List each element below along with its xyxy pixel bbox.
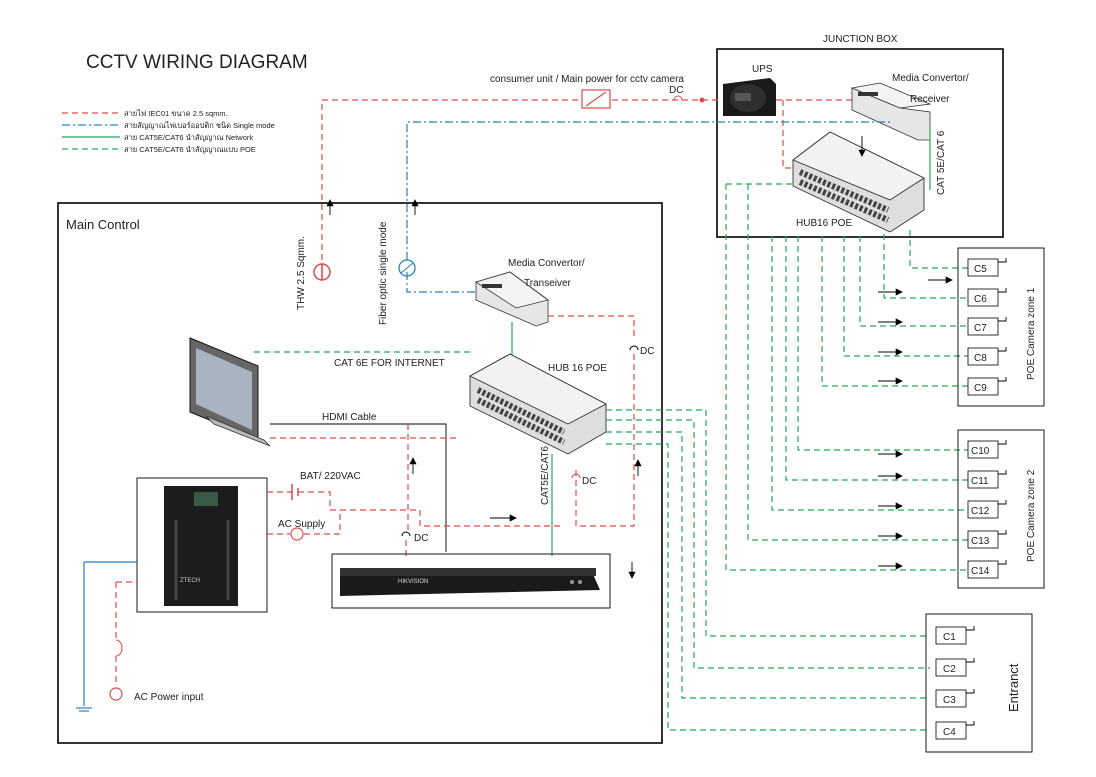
camera-c12: C12 — [967, 500, 1007, 519]
ac-supply-icon — [290, 527, 304, 541]
hub16-main-label: HUB 16 POE — [548, 363, 607, 374]
thw-label: THW 2.5 Sqmm. — [296, 236, 307, 310]
camera-label: C6 — [974, 294, 987, 305]
camera-c6: C6 — [967, 288, 1007, 307]
zone1-box — [957, 247, 1045, 407]
media-transeiver-label-1: Media Convertor/ — [508, 258, 585, 269]
cat5e-junction-label: CAT 5E/CAT 6 — [936, 130, 947, 195]
dc-label-hub: DC — [640, 346, 654, 357]
legend-power: สายไฟ IEC01 ขนาด 2.5 sqmm. — [124, 109, 228, 118]
dc-label-top: DC — [669, 85, 683, 96]
ups-main-icon — [164, 486, 238, 606]
camera-label: C7 — [974, 323, 987, 334]
dc-label-nvr: DC — [414, 533, 428, 544]
power-line-top — [321, 99, 582, 280]
camera-c11: C11 — [967, 470, 1007, 489]
fiber-line — [406, 121, 890, 260]
direction-arrows — [878, 276, 953, 570]
camera-c9: C9 — [967, 377, 1007, 396]
camera-label: C14 — [971, 566, 990, 577]
legend-poe: สาย CAT5E/CAT6 นำสัญญาณแบบ POE — [124, 145, 256, 154]
camera-label: C1 — [943, 632, 956, 643]
dc-label-hub2: DC — [582, 476, 596, 487]
camera-c14: C14 — [967, 560, 1007, 579]
fiber-optic-label: Fiber optic single mode — [378, 221, 389, 325]
camera-c8: C8 — [967, 347, 1007, 366]
fiber-connector-icon — [398, 259, 416, 277]
ups-main-frame — [136, 477, 268, 613]
poe-lines-zones — [725, 183, 968, 571]
nvr-frame — [331, 553, 611, 609]
media-receiver-label-2: Receiver — [910, 94, 950, 105]
main-control-label: Main Control — [66, 217, 140, 232]
monitor-icon — [189, 337, 271, 447]
hub16-junction-label: HUB16 POE — [796, 218, 852, 229]
camera-label: C4 — [943, 727, 956, 738]
camera-c3: C3 — [935, 689, 975, 708]
zone2-label: POE Camera zone 2 — [1026, 469, 1037, 562]
media-convertor-transeiver-icon — [475, 271, 549, 327]
camera-label: C13 — [971, 536, 990, 547]
legend-fiber: สายสัญญาณไฟเบอร์ออปติก ชนิด Single mode — [124, 121, 275, 130]
legend-network: สาย CAT5E/CAT6 นำสัญญาณ Network — [124, 133, 253, 142]
legend: สายไฟ IEC01 ขนาด 2.5 sqmm. สายสัญญาณไฟเบ… — [62, 109, 275, 154]
camera-c2: C2 — [935, 658, 975, 677]
ups-junction-icon — [723, 78, 776, 116]
hub16-poe-junction-icon — [792, 131, 925, 233]
ac-supply-label: AC Supply — [278, 519, 325, 530]
ups-label: UPS — [752, 64, 773, 75]
hdmi-label: HDMI Cable — [322, 412, 377, 423]
camera-c10: C10 — [967, 440, 1007, 459]
bat-label: BAT/ 220VAC — [300, 471, 361, 482]
camera-c4: C4 — [935, 721, 975, 740]
camera-label: C11 — [971, 476, 989, 487]
camera-label: C9 — [974, 383, 987, 394]
junction-box-label: JUNCTION BOX — [823, 34, 898, 45]
ups-brand: ZTECH — [180, 578, 200, 584]
zone1-label: POE Camera zone 1 — [1026, 287, 1037, 380]
main-control-box — [57, 202, 663, 744]
camera-label: C12 — [971, 506, 990, 517]
camera-label: C10 — [971, 446, 990, 457]
camera-c13: C13 — [967, 530, 1007, 549]
entrance-box — [925, 613, 1033, 753]
cat5e-main-label: CAT5E/CAT6 — [540, 445, 551, 505]
media-convertor-receiver-icon — [850, 82, 932, 141]
media-transeiver-label-2: Transeiver — [524, 278, 572, 289]
zone2-box — [957, 429, 1045, 589]
camera-label: C5 — [974, 264, 987, 275]
poe-lines-entrance — [606, 409, 930, 731]
cat6e-internet-label: CAT 6E FOR INTERNET — [334, 358, 445, 369]
diagram-title: CCTV WIRING DIAGRAM — [86, 52, 308, 73]
camera-c5: C5 — [967, 258, 1007, 277]
camera-c7: C7 — [967, 317, 1007, 336]
camera-c1: C1 — [935, 626, 975, 645]
entrance-label: Entranct — [1006, 663, 1021, 712]
camera-label: C3 — [943, 695, 956, 706]
media-receiver-label-1: Media Convertor/ — [892, 73, 969, 84]
camera-label: C2 — [943, 664, 956, 675]
camera-label: C8 — [974, 353, 987, 364]
ac-power-input-label: AC Power input — [134, 692, 204, 703]
nvr-brand: HIKVISION — [398, 579, 428, 585]
ac-power-input-icon — [109, 687, 123, 701]
consumer-unit-label: consumer unit / Main power for cctv came… — [490, 74, 684, 85]
nvr-icon — [340, 568, 600, 596]
